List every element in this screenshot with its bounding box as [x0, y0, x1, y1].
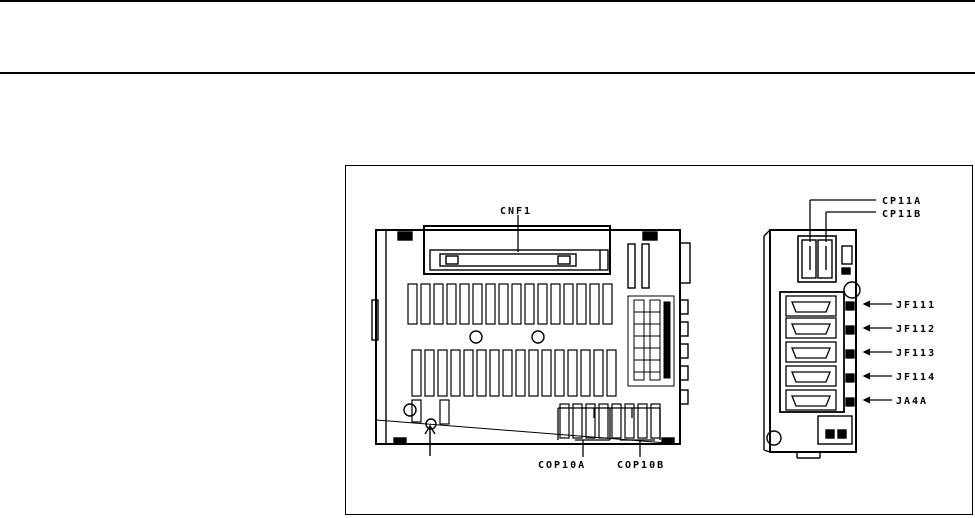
label-ja4a: JA4A	[896, 396, 928, 407]
front-unit	[372, 215, 690, 457]
label-cp11a: CP11A	[882, 196, 922, 207]
label-jf111: JF111	[896, 300, 936, 311]
label-cop10a: COP10A	[538, 460, 586, 471]
side-unit	[764, 200, 892, 458]
label-jf114: JF114	[896, 372, 936, 383]
cnf1-connector	[424, 226, 610, 274]
jf-leaders	[864, 301, 892, 403]
vent-lower-row	[412, 350, 616, 396]
label-jf112: JF112	[896, 324, 936, 335]
vent-upper-row	[408, 284, 612, 324]
label-jf113: JF113	[896, 348, 936, 359]
cp11-connector	[798, 236, 836, 282]
label-cnf1: CNF1	[500, 206, 532, 217]
label-cp11b: CP11B	[882, 209, 922, 220]
interface-block	[628, 296, 674, 386]
label-cop10b: COP10B	[617, 460, 665, 471]
jf-connector-stack	[780, 292, 854, 412]
